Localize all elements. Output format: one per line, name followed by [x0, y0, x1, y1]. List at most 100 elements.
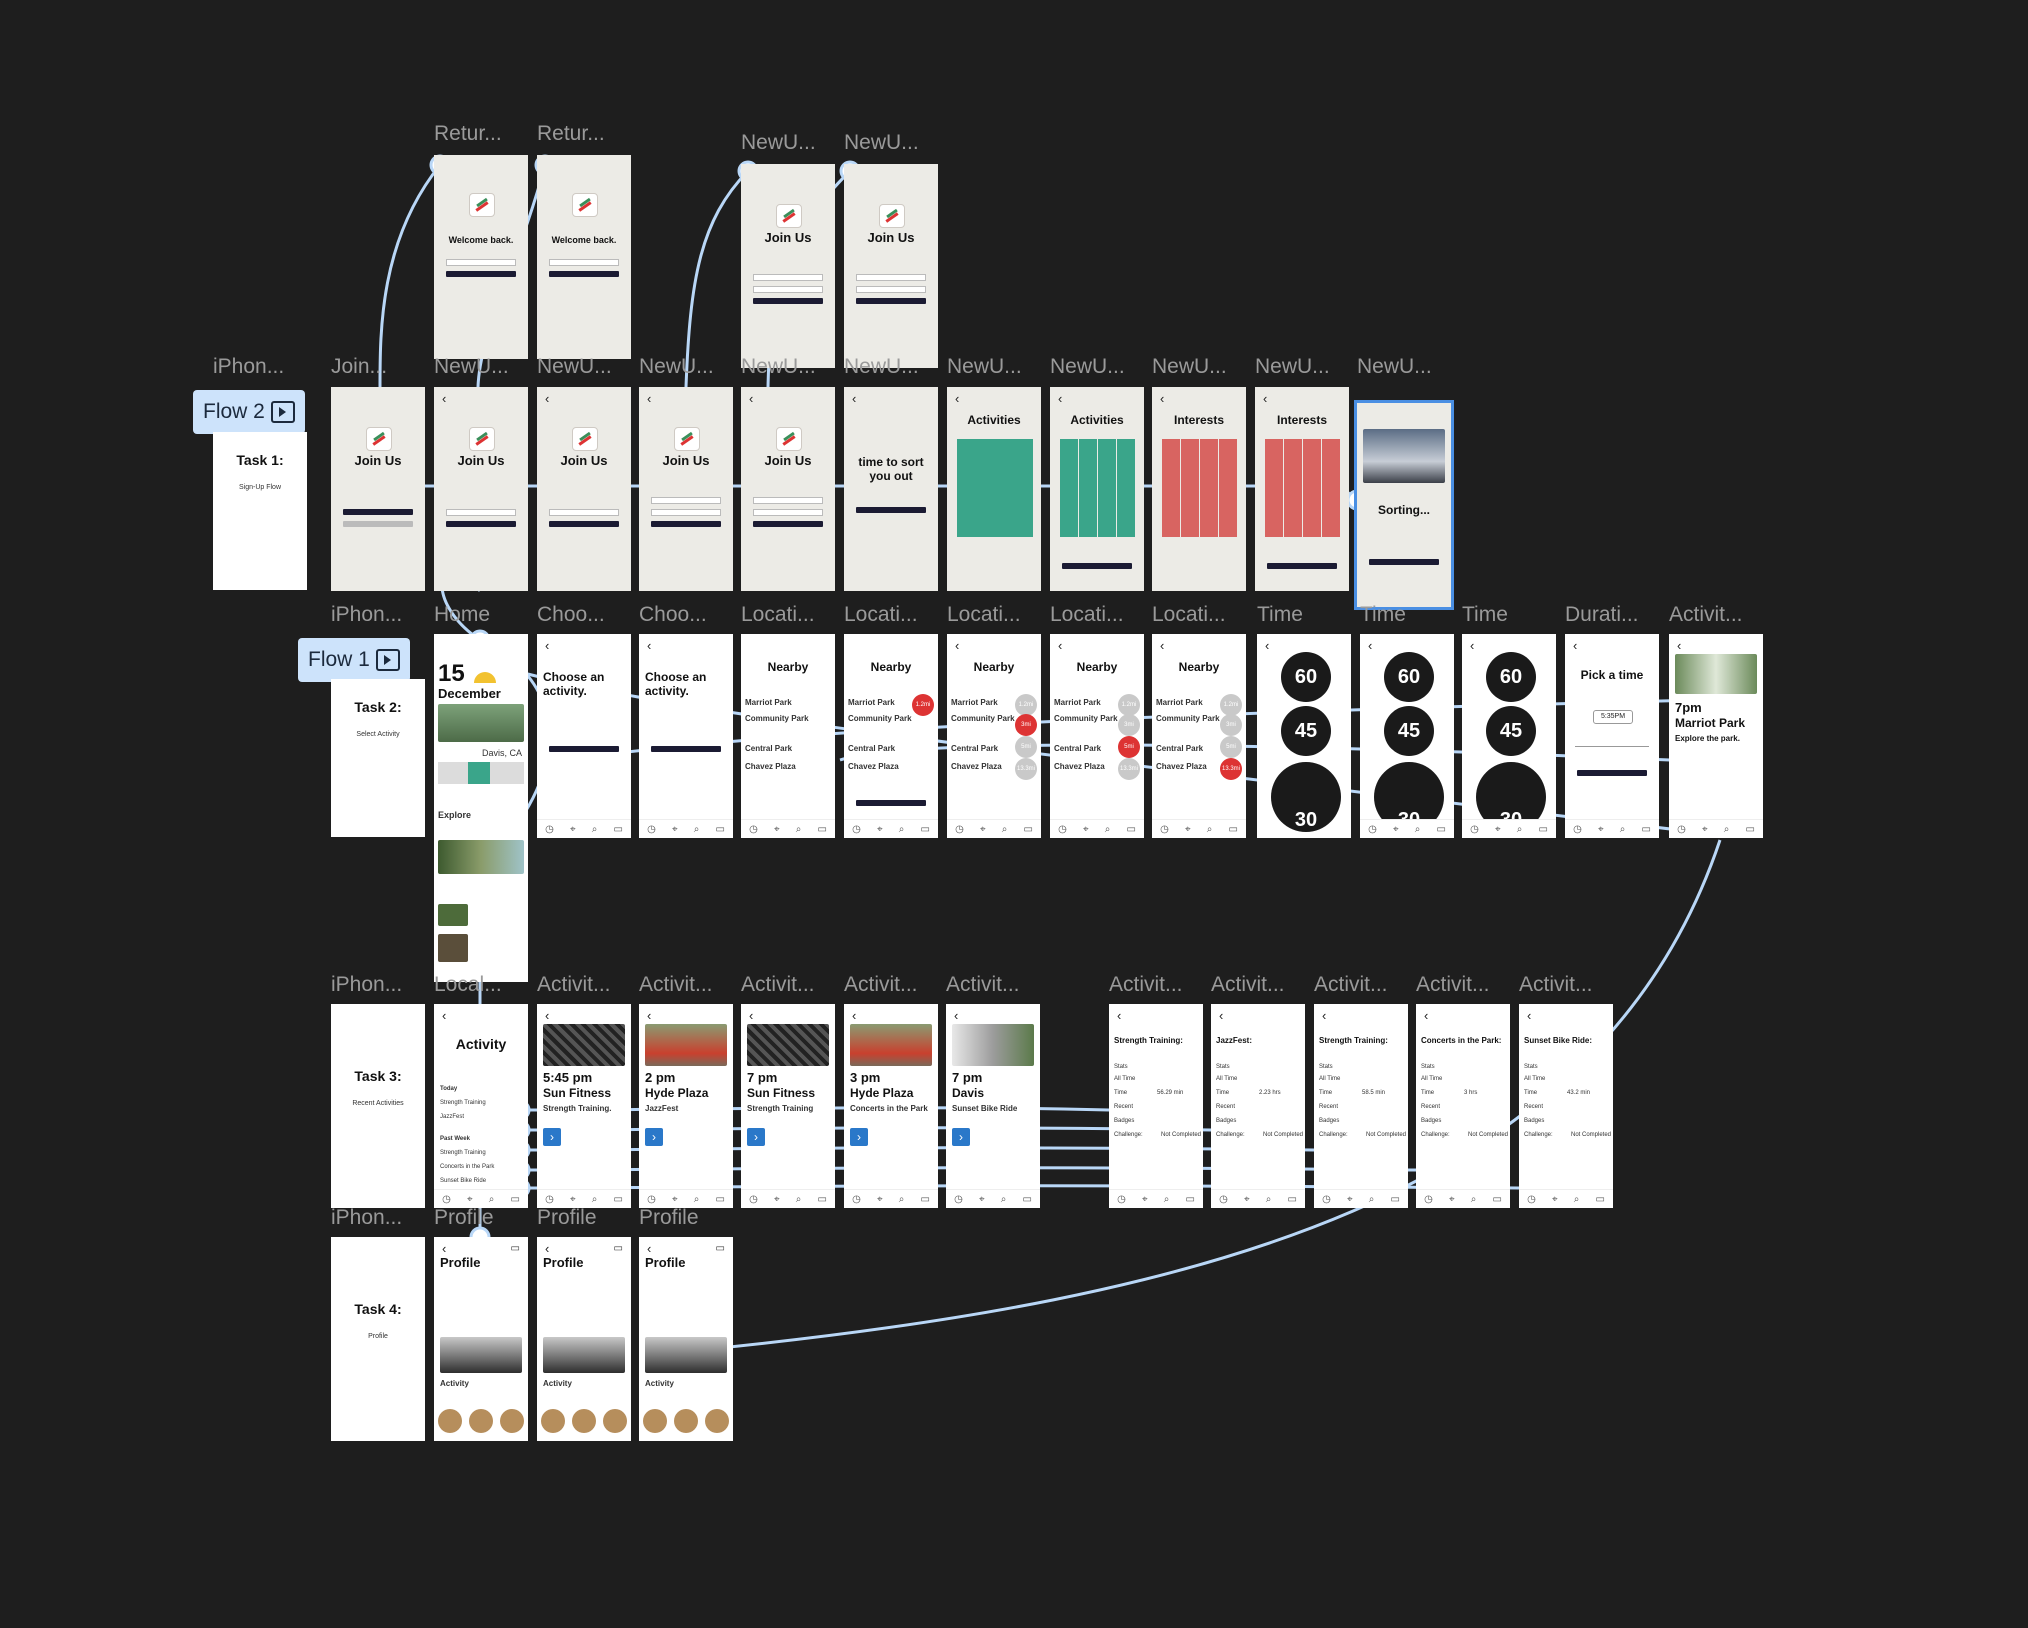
place-3[interactable]: Central Park: [1156, 744, 1204, 753]
continue-button[interactable]: [446, 271, 516, 277]
history-icon[interactable]: ◷: [442, 1193, 451, 1205]
location-icon[interactable]: ⌖: [1448, 1193, 1455, 1205]
badge-music-icon[interactable]: [705, 1409, 729, 1433]
password-field[interactable]: [856, 274, 926, 281]
tab-bar[interactable]: ◷⌖⌕▭: [741, 1189, 835, 1208]
choose-password-screen-2[interactable]: ‹ Join Us: [741, 387, 835, 591]
explore-photo[interactable]: [438, 840, 524, 874]
inbox-icon[interactable]: ▭: [817, 823, 827, 835]
password-field[interactable]: [651, 497, 721, 504]
location-icon[interactable]: ⌖: [1243, 1193, 1250, 1205]
arrow-icon[interactable]: ›: [747, 1128, 765, 1146]
nearby-screen-4[interactable]: ‹ Nearby Marriot Park 1.2mi Community Pa…: [1050, 634, 1144, 838]
back-icon[interactable]: ‹: [1219, 1008, 1224, 1023]
inbox-icon[interactable]: ▭: [817, 1193, 827, 1205]
password-field[interactable]: [753, 497, 823, 504]
activity-item[interactable]: Sunset Bike Ride: [440, 1178, 487, 1184]
tab-bar[interactable]: ◷⌖⌕▭: [639, 819, 733, 838]
history-icon[interactable]: ◷: [545, 823, 554, 835]
search-icon[interactable]: ⌕: [1104, 823, 1111, 835]
history-icon[interactable]: ◷: [955, 823, 964, 835]
tab-bar[interactable]: ◷⌖⌕▭: [1050, 819, 1144, 838]
back-icon[interactable]: ‹: [545, 1008, 550, 1023]
badge-music-icon[interactable]: [603, 1409, 627, 1433]
search-icon[interactable]: ⌕: [1265, 1193, 1272, 1205]
place-4[interactable]: Chavez Plaza: [1054, 762, 1105, 771]
location-icon[interactable]: ⌖: [1597, 823, 1604, 835]
history-icon[interactable]: ◷: [647, 1193, 656, 1205]
place-4[interactable]: Chavez Plaza: [848, 762, 899, 771]
back-icon[interactable]: ‹: [1160, 638, 1165, 653]
nearby-screen-5[interactable]: ‹ Nearby Marriot Park 1.2mi Community Pa…: [1152, 634, 1246, 838]
continue-button[interactable]: [856, 800, 926, 806]
activity-card-screen-4[interactable]: ‹ 3 pm Hyde Plaza Concerts in the Park ›…: [844, 1004, 938, 1208]
back-icon[interactable]: ‹: [442, 391, 447, 406]
tab-bar[interactable]: ◷⌖⌕▭: [1211, 1189, 1305, 1208]
continue-button[interactable]: [446, 521, 516, 527]
time-screen[interactable]: ‹ 60 45 30: [1257, 634, 1351, 838]
duration-screen[interactable]: ‹ Pick a time 5:35PM ◷⌖⌕▭: [1565, 634, 1659, 838]
place-2[interactable]: Community Park: [745, 714, 809, 723]
tab-bar[interactable]: ◷⌖⌕▭: [1669, 819, 1763, 838]
welcome-back-screen-2[interactable]: Welcome back.: [537, 155, 631, 359]
location-icon[interactable]: ⌖: [671, 1193, 678, 1205]
activity-item[interactable]: Concerts in the Park: [440, 1164, 495, 1170]
search-icon[interactable]: ⌕: [1368, 1193, 1375, 1205]
back-icon[interactable]: ‹: [955, 391, 960, 406]
location-icon[interactable]: ⌖: [1701, 823, 1708, 835]
continue-button[interactable]: [651, 521, 721, 527]
inbox-icon[interactable]: ▭: [1228, 823, 1238, 835]
place-4[interactable]: Chavez Plaza: [951, 762, 1002, 771]
badge-bike-icon[interactable]: [643, 1409, 667, 1433]
place-3[interactable]: Central Park: [848, 744, 896, 753]
back-icon[interactable]: ‹: [1117, 1008, 1122, 1023]
history-icon[interactable]: ◷: [749, 823, 758, 835]
history-icon[interactable]: ◷: [852, 823, 861, 835]
tab-bar[interactable]: ◷⌖⌕▭: [537, 819, 631, 838]
history-icon[interactable]: ◷: [1573, 823, 1582, 835]
dial-60[interactable]: 60: [1486, 652, 1536, 702]
badge-compass-icon[interactable]: [572, 1409, 596, 1433]
profile-screen-2[interactable]: ‹ ▭ Profile Activity: [537, 1237, 631, 1441]
arrow-icon[interactable]: ›: [952, 1128, 970, 1146]
search-icon[interactable]: ⌕: [898, 1193, 905, 1205]
search-icon[interactable]: ⌕: [1001, 823, 1008, 835]
history-icon[interactable]: ◷: [1219, 1193, 1228, 1205]
continue-button[interactable]: [651, 746, 721, 752]
tab-bar[interactable]: ◷⌖⌕▭: [1314, 1189, 1408, 1208]
badge-compass-icon[interactable]: [674, 1409, 698, 1433]
login-button[interactable]: [343, 521, 413, 527]
inbox-icon[interactable]: ▭: [715, 1193, 725, 1205]
stats-screen-2[interactable]: ‹ JazzFest: Stats All Time Time 2.23 hrs…: [1211, 1004, 1305, 1208]
profile-screen[interactable]: ‹ ▭ Profile Activity: [434, 1237, 528, 1441]
welcome-back-screen[interactable]: Welcome back.: [434, 155, 528, 359]
interests-selected-screen[interactable]: ‹ Interests: [1255, 387, 1349, 591]
dial-30[interactable]: 30: [1271, 762, 1341, 832]
profile-screen-3[interactable]: ‹ ▭ Profile Activity: [639, 1237, 733, 1441]
search-icon[interactable]: ⌕: [488, 1193, 495, 1205]
confirm-password-field[interactable]: [753, 509, 823, 516]
inbox-icon[interactable]: ▭: [1436, 823, 1446, 835]
inbox-icon[interactable]: ▭: [715, 823, 725, 835]
location-icon[interactable]: ⌖: [1141, 1193, 1148, 1205]
inbox-icon[interactable]: ▭: [1492, 1193, 1502, 1205]
continue-button[interactable]: [1267, 563, 1337, 569]
location-icon[interactable]: ⌖: [671, 823, 678, 835]
history-icon[interactable]: ◷: [647, 823, 656, 835]
place-2[interactable]: Community Park: [1156, 714, 1220, 723]
history-icon[interactable]: ◷: [1160, 823, 1169, 835]
choose-activity-screen[interactable]: ‹ Choose an activity. ◷⌖⌕▭: [537, 634, 631, 838]
activity-card-screen[interactable]: ‹ 5:45 pm Sun Fitness Strength Training.…: [537, 1004, 631, 1208]
nearby-screen[interactable]: Nearby Marriot Park Community Park Centr…: [741, 634, 835, 838]
username-field[interactable]: [549, 509, 619, 516]
tab-bar[interactable]: ◷⌖⌕▭: [434, 1189, 528, 1208]
nearby-screen-2[interactable]: Nearby Marriot Park 1.2mi Community Park…: [844, 634, 938, 838]
badge-compass-icon[interactable]: [469, 1409, 493, 1433]
inbox-icon[interactable]: ▭: [613, 1243, 623, 1254]
place-3[interactable]: Central Park: [951, 744, 999, 753]
location-icon[interactable]: ⌖: [1392, 823, 1399, 835]
location-icon[interactable]: ⌖: [1346, 1193, 1353, 1205]
time-to-sort-screen[interactable]: ‹ time to sort you out: [844, 387, 938, 591]
back-icon[interactable]: ‹: [1263, 391, 1268, 406]
search-icon[interactable]: ⌕: [795, 1193, 802, 1205]
